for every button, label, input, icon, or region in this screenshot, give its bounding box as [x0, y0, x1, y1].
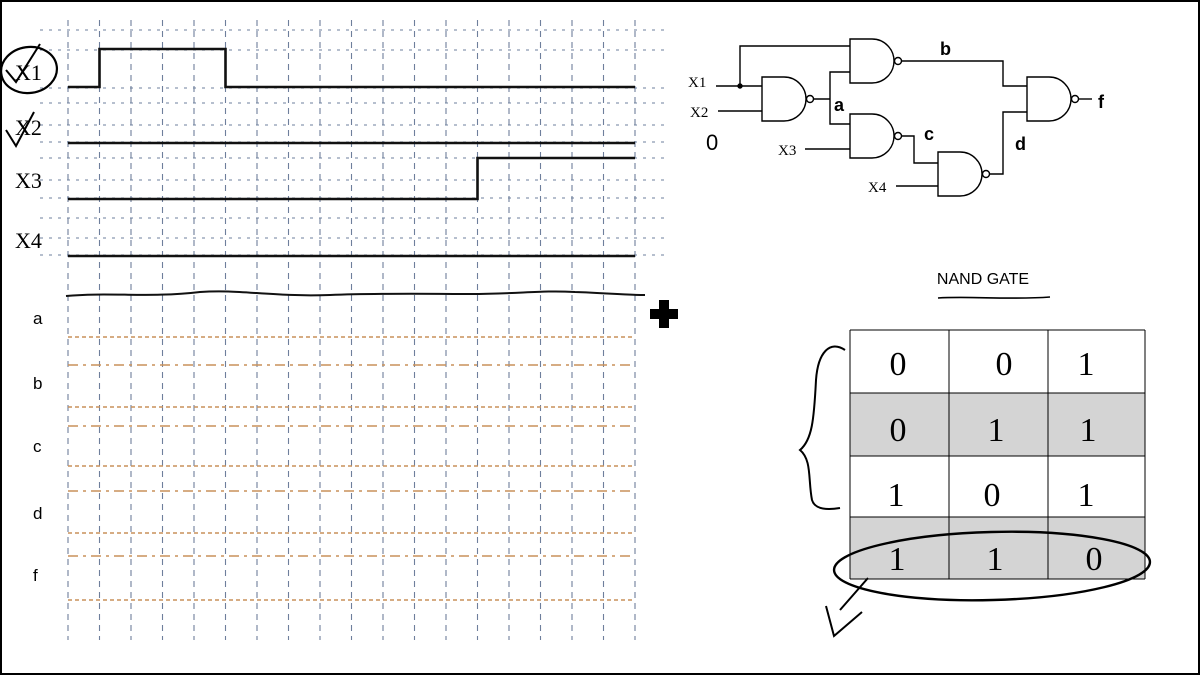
cell-r3-c1: 1: [987, 541, 1004, 578]
truth-table-title: NAND GATE: [937, 271, 1029, 288]
node-label-b: b: [940, 39, 951, 59]
cell-r0-c2: 1: [1078, 346, 1095, 383]
timing-diagram: X1 X2 X3 X4 a b c d f: [0, 20, 678, 640]
wire-b: [902, 60, 1027, 87]
node-label-d: d: [1015, 134, 1026, 154]
truth-table-values: 0 0 1 0 1 1 1 0 1 1 1 0: [888, 346, 1103, 578]
shaded-row: [850, 517, 1145, 579]
nand-gate-2-bubble: [893, 56, 903, 66]
nand-gate-5-bubble: [1070, 94, 1080, 104]
nand-gate-5: [1026, 76, 1072, 122]
check-arrow-annotation: [825, 577, 869, 638]
signal-label-x3: X3: [15, 168, 42, 193]
x1-check-mark: [5, 43, 41, 84]
x2-check-mark: [5, 111, 35, 149]
circuit-input-x2: X2: [690, 105, 708, 121]
plus-icon: [650, 300, 678, 328]
output-a-handdrawn-line: [65, 290, 646, 297]
circuit-labels: X1 X2 X3 X4 a b c d f 0: [688, 39, 1105, 196]
brace-annotation: [798, 345, 846, 510]
signal-trace-x3: [68, 156, 635, 201]
nand-gate-2: [849, 38, 895, 84]
cell-r2-c2: 1: [1078, 477, 1095, 514]
truth-table: NAND GATE 0 0 1 0 1 1 1 0 1 1 1 0: [798, 271, 1152, 638]
output-label-c: c: [33, 437, 42, 456]
circuit-input-x3: X3: [778, 143, 796, 159]
wire-x1-branch: [739, 45, 850, 86]
signal-label-x4: X4: [15, 228, 42, 253]
x2-value-annotation: 0: [706, 130, 718, 155]
truth-table-grid: [849, 329, 1146, 580]
wire-c: [902, 135, 938, 164]
wire-junction: [737, 83, 743, 89]
nand-gate-3-bubble: [893, 131, 903, 141]
grid-horizontal-lines: [40, 29, 665, 601]
circuit-input-x1: X1: [688, 75, 706, 91]
cell-r2-c1: 0: [984, 477, 1001, 514]
cell-r2-c0: 1: [888, 477, 905, 514]
cell-r0-c1: 0: [996, 346, 1013, 383]
cell-r0-c0: 0: [890, 346, 907, 383]
title-underline: [937, 296, 1051, 299]
output-label-a: a: [33, 309, 43, 328]
output-label-d: d: [33, 504, 42, 523]
nand-gate-4: [937, 151, 983, 197]
signal-traces: [68, 47, 635, 258]
grid-vertical-lines: [67, 20, 636, 640]
nand-gate-1-bubble: [805, 94, 815, 104]
node-label-c: c: [924, 124, 934, 144]
cell-r3-c2: 0: [1086, 541, 1103, 578]
last-row-circle-annotation: [832, 530, 1152, 602]
cell-r1-c0: 0: [890, 412, 907, 449]
wire-a: [814, 71, 850, 125]
node-label-a: a: [834, 95, 845, 115]
wire-d: [990, 111, 1027, 175]
nand-circuit-diagram: [716, 38, 1092, 197]
cell-r3-c0: 1: [889, 541, 906, 578]
shaded-row: [850, 393, 1145, 456]
nand-gate-3: [849, 113, 895, 159]
output-label-f: f: [33, 566, 38, 585]
signal-trace-x1: [68, 47, 635, 89]
cell-r1-c1: 1: [988, 412, 1005, 449]
output-label-b: b: [33, 374, 42, 393]
nand-gate-4-bubble: [981, 169, 991, 179]
nand-gate-1: [761, 76, 807, 122]
cell-r1-c2: 1: [1080, 412, 1097, 449]
x1-circle-annotation: [0, 45, 59, 95]
signal-label-x2: X2: [15, 115, 42, 140]
node-label-f: f: [1098, 92, 1105, 112]
circuit-input-x4: X4: [868, 180, 887, 196]
